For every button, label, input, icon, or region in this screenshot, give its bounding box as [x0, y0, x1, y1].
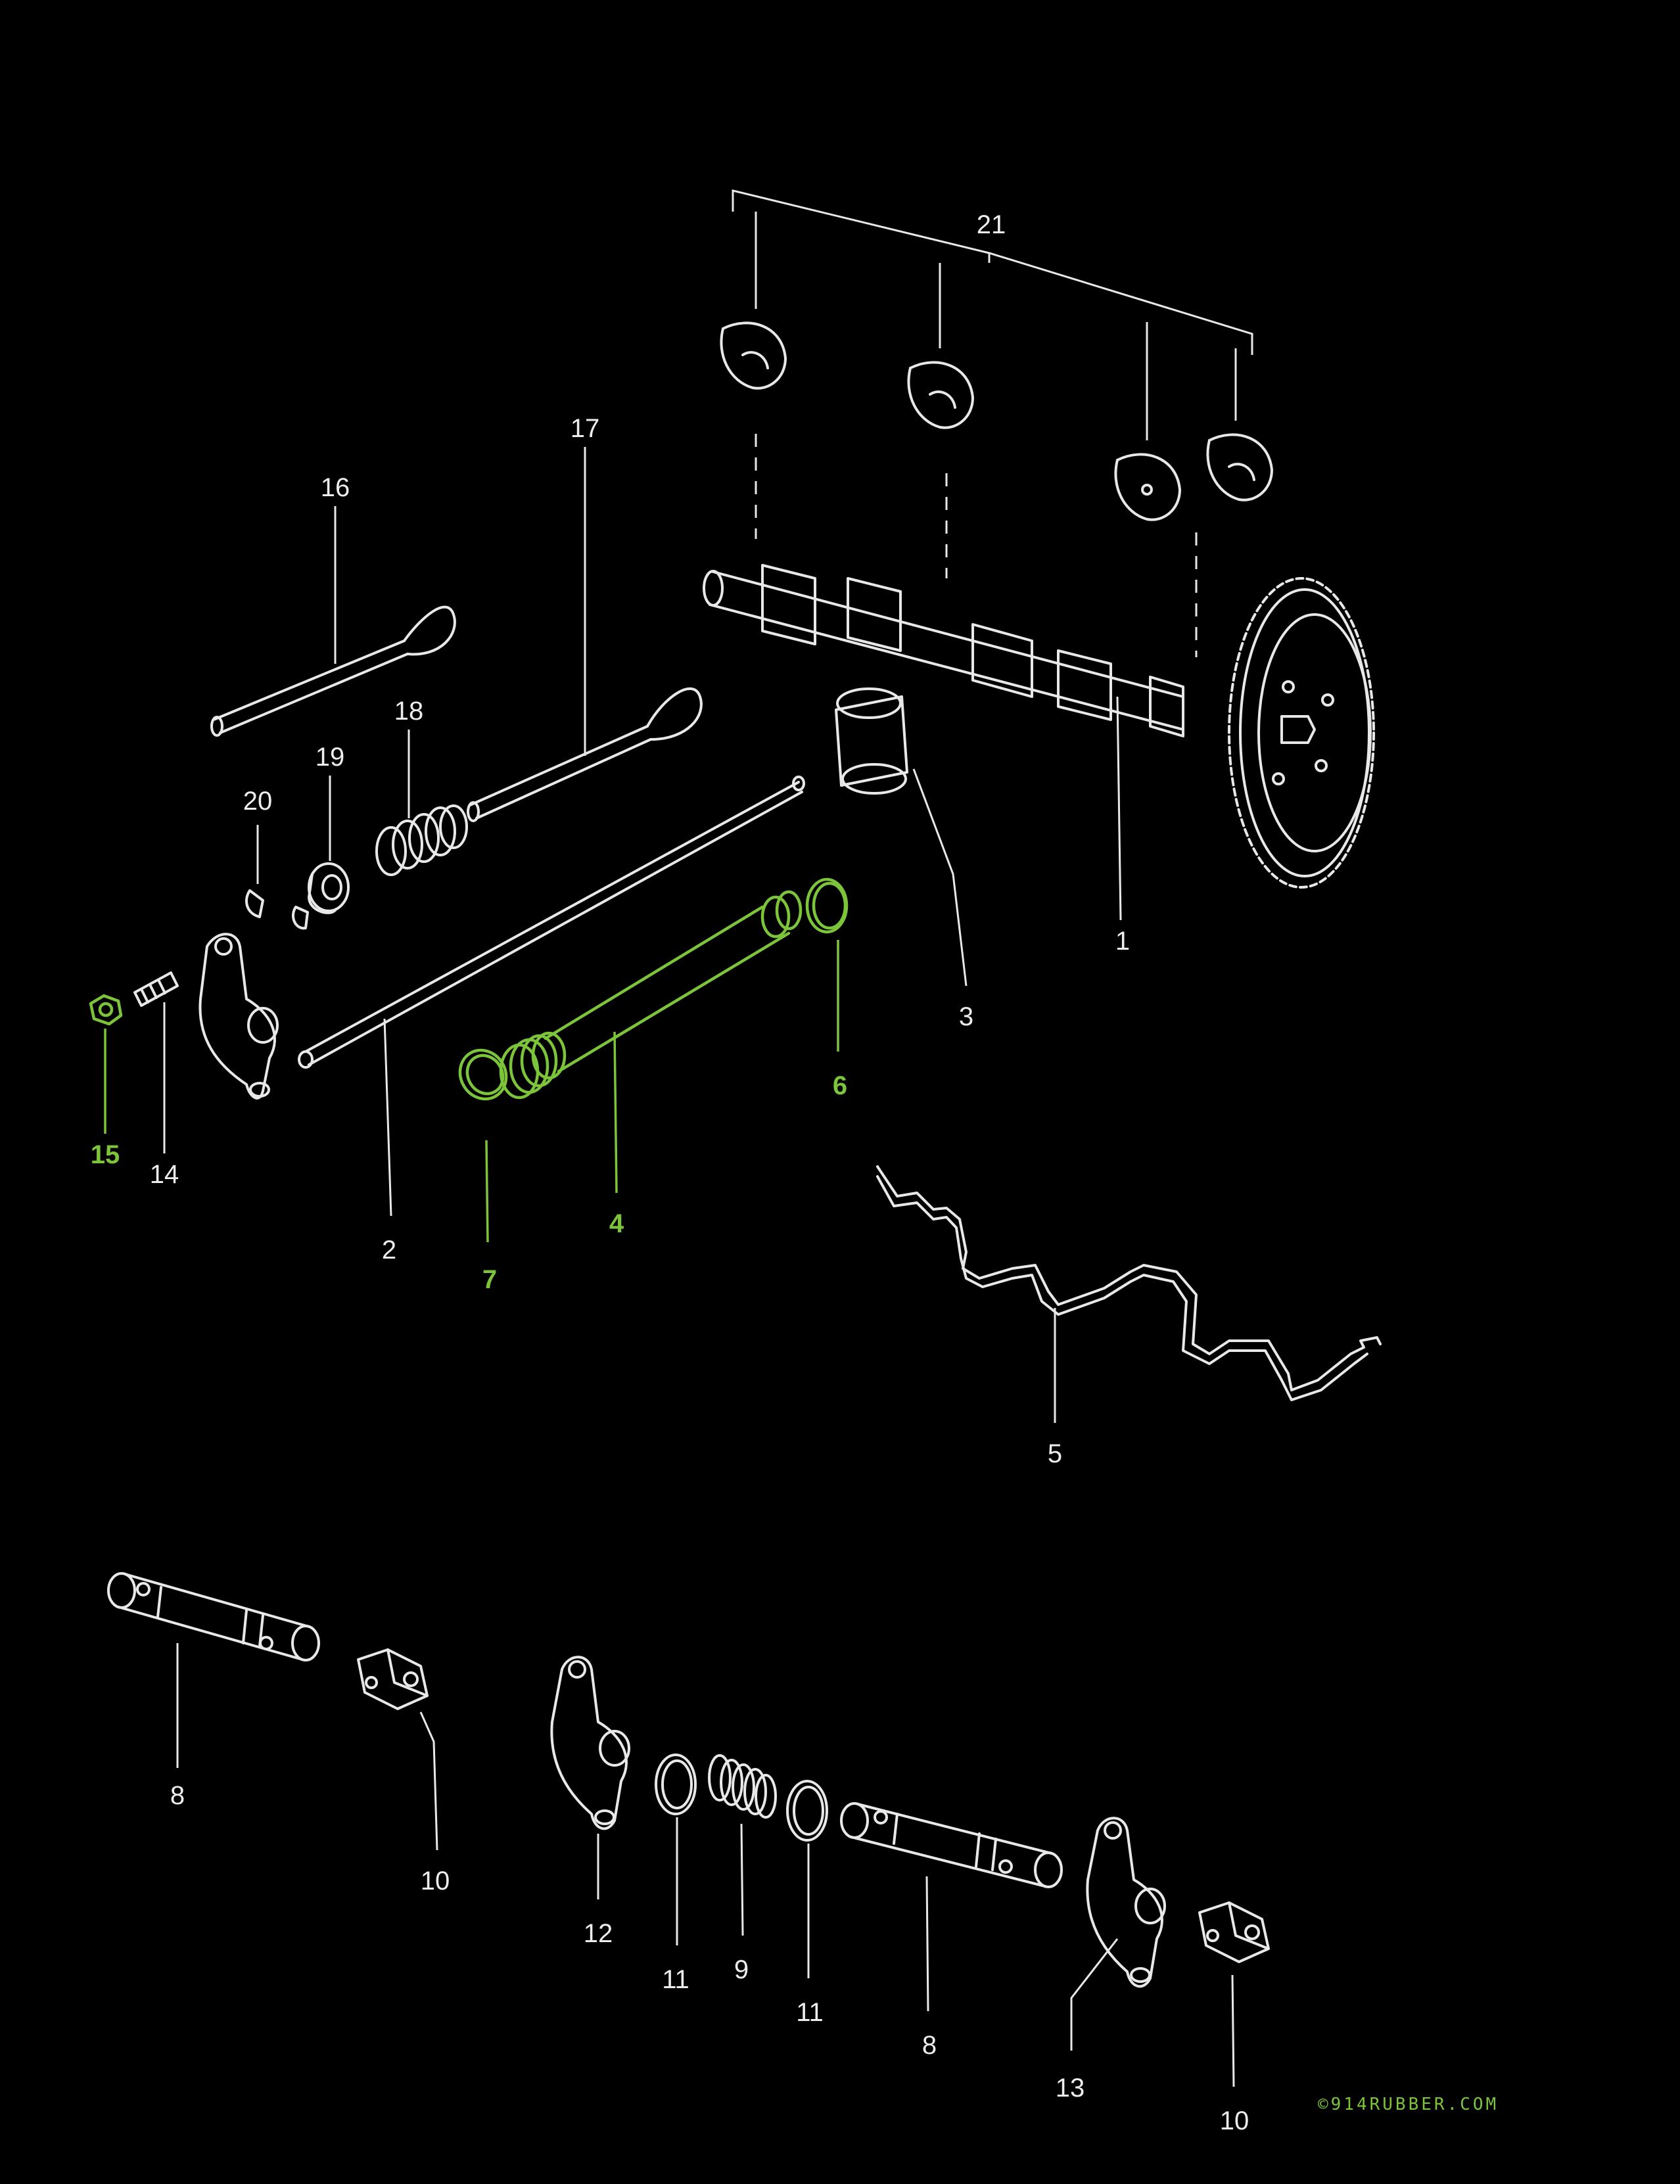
label-12: 12 — [584, 1919, 613, 1948]
bearing-shell-3 — [1114, 453, 1181, 521]
label-13: 13 — [1056, 2074, 1085, 2103]
label-2: 2 — [382, 1236, 396, 1265]
label-11-right: 11 — [796, 1998, 824, 2027]
label-18: 18 — [394, 697, 424, 726]
rocker-shaft-right: 8 — [840, 1802, 1063, 2060]
bearing-shell-4 — [1206, 433, 1273, 501]
label-16: 16 — [321, 473, 350, 502]
label-20: 20 — [243, 787, 273, 816]
spring-18: 18 — [375, 697, 468, 876]
washer-11-right: 11 — [786, 1780, 828, 2027]
valve-keys-20: 20 — [243, 787, 309, 930]
label-17: 17 — [571, 414, 600, 443]
label-21: 21 — [977, 210, 1006, 239]
rocker-arm-12: 12 — [550, 1656, 630, 1948]
watermark-text: ©914RUBBER.COM — [1318, 2095, 1499, 2114]
label-9: 9 — [734, 1955, 749, 1984]
rocker-support-right: 10 — [1198, 1901, 1270, 2135]
label-14: 14 — [150, 1160, 179, 1189]
camshaft-assembly: 1 — [703, 564, 1375, 956]
seal-ring-7: 7 — [458, 1048, 508, 1294]
label-10-right: 10 — [1220, 2106, 1249, 2135]
label-8-left: 8 — [170, 1781, 185, 1810]
washer-11-left: 11 — [655, 1754, 697, 1994]
seal-ring-6: 6 — [805, 877, 849, 1100]
rocker-shaft-left: 8 — [107, 1572, 320, 1810]
pushrod-tube-4: 4 — [499, 890, 803, 1238]
valve-17: 17 — [467, 414, 703, 822]
label-6: 6 — [833, 1071, 847, 1100]
label-11-left: 11 — [662, 1965, 689, 1994]
label-3: 3 — [959, 1002, 973, 1031]
spring-9: 9 — [708, 1754, 777, 1984]
label-4: 4 — [609, 1209, 624, 1238]
label-10-left: 10 — [421, 1867, 450, 1895]
label-7: 7 — [482, 1265, 497, 1294]
label-15: 15 — [91, 1140, 120, 1169]
label-5: 5 — [1048, 1439, 1062, 1468]
wire-clip-5: 5 — [876, 1165, 1382, 1468]
rocker-support-left: 10 — [357, 1648, 450, 1895]
bearing-shell-1 — [720, 321, 787, 390]
retainer-19: 19 — [308, 743, 350, 914]
bearing-shell-2 — [907, 361, 974, 429]
pushrod-2: 2 — [298, 776, 805, 1265]
label-1: 1 — [1115, 927, 1130, 956]
valve-16: 16 — [210, 473, 456, 737]
label-8-right: 8 — [922, 2031, 937, 2060]
bearing-shells-group — [720, 189, 1273, 657]
tappet-part: 3 — [835, 687, 973, 1031]
rocker-arm-13: 13 — [1056, 1817, 1166, 2103]
rocker-arm-upper — [198, 933, 279, 1100]
adjusting-screw-14: 14 — [133, 971, 179, 1189]
nut-15: 15 — [89, 994, 123, 1169]
label-19: 19 — [315, 743, 345, 772]
